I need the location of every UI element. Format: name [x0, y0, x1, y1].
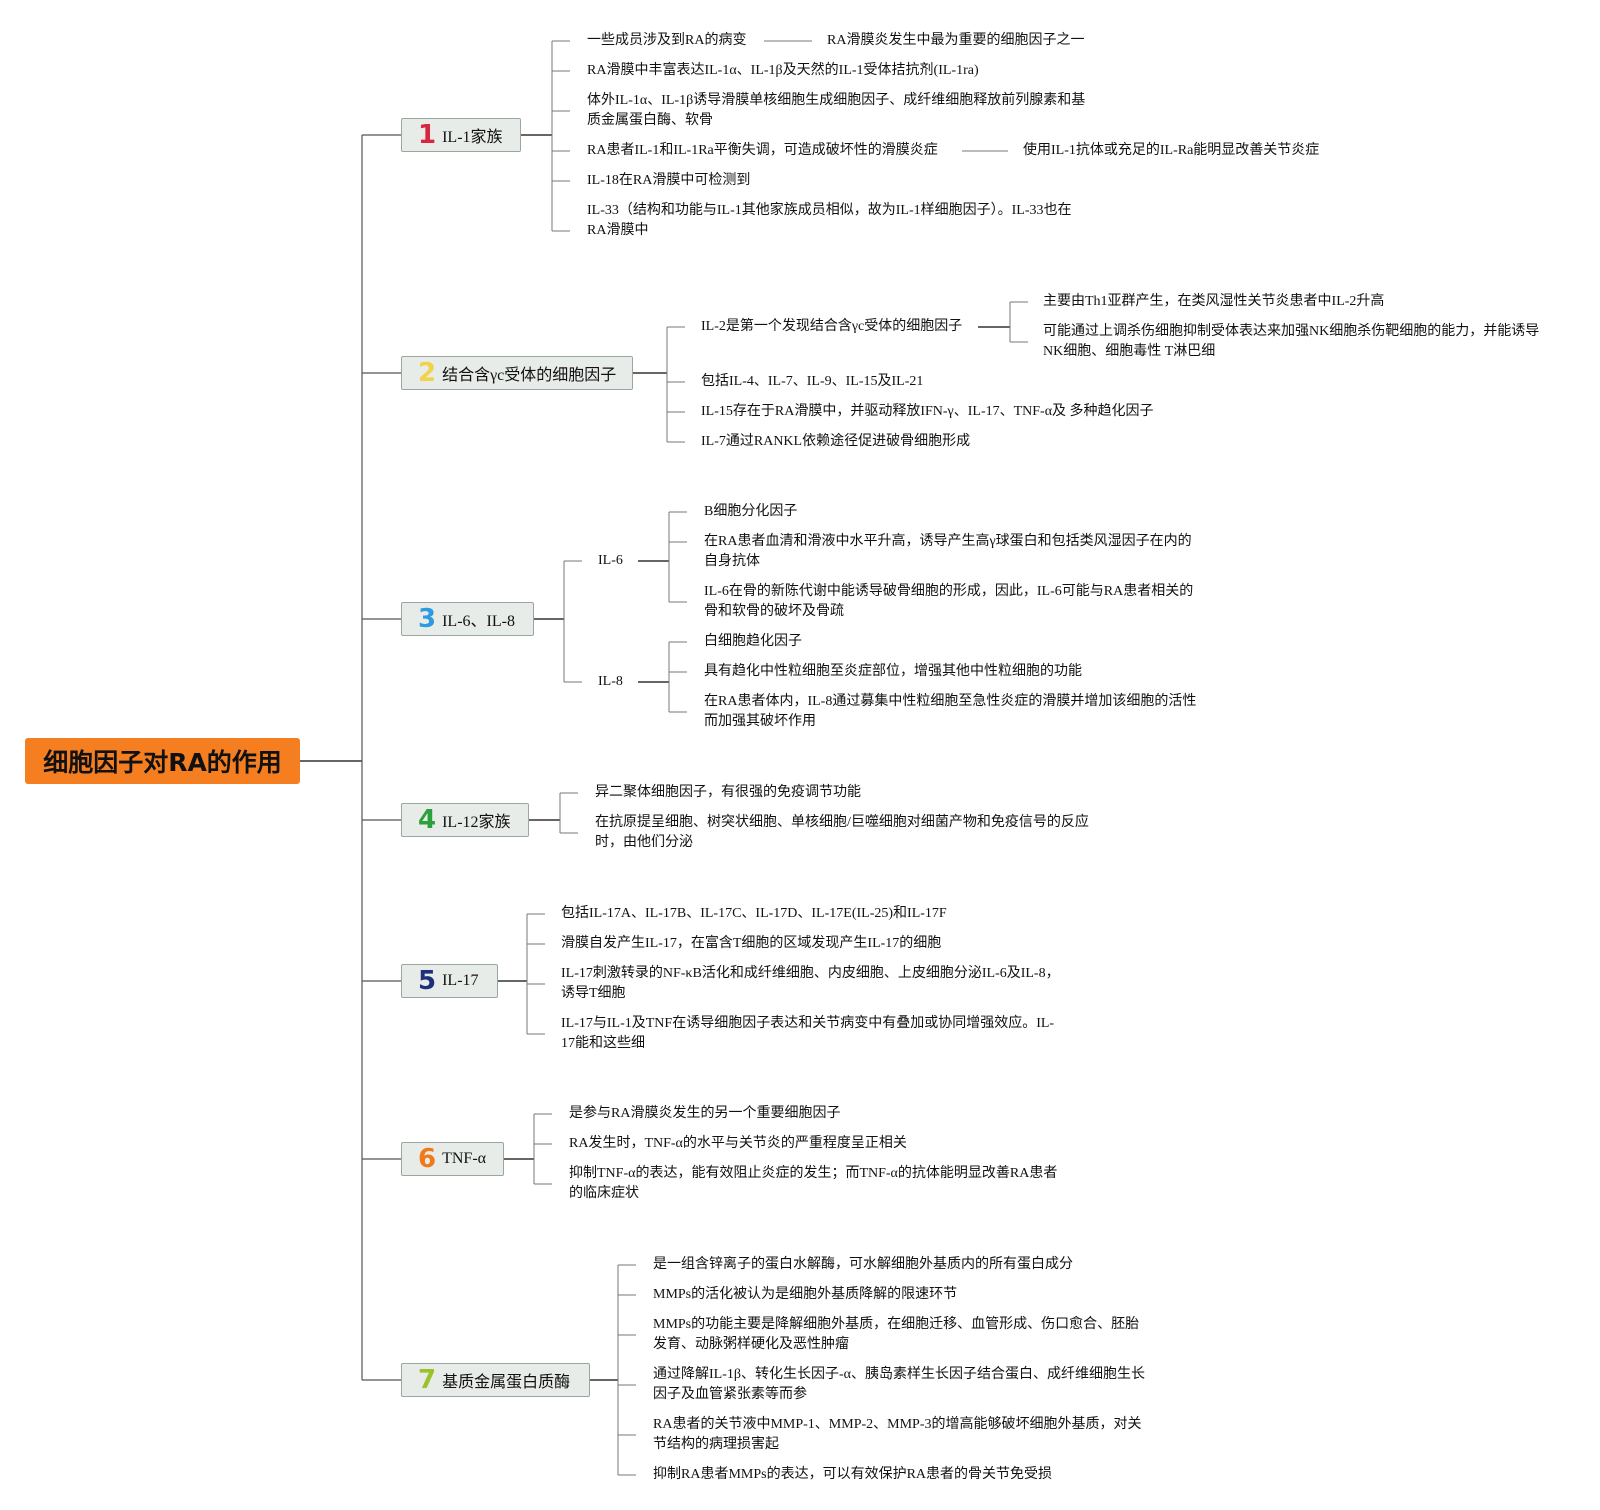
leaf-topic[interactable]: IL-7通过RANKL依赖途径促进破骨细胞形成	[701, 434, 971, 449]
leaf-topic[interactable]: 体外IL-1α、IL-1β诱导滑膜单核细胞生成细胞因子、成纤维细胞释放前列腺素和…	[587, 93, 1086, 128]
leaf-topic[interactable]: 通过降解IL-1β、转化生长因子-α、胰岛素样生长因子结合蛋白、成纤维细胞生长因…	[653, 1367, 1145, 1402]
leaf-topic[interactable]: 包括IL-4、IL-7、IL-9、IL-15及IL-21	[701, 374, 924, 389]
leaf-topic[interactable]: RA滑膜中丰富表达IL-1α、IL-1β及天然的IL-1受体拮抗剂(IL-1ra…	[587, 63, 979, 78]
leaf-topic[interactable]: IL-15存在于RA滑膜中，并驱动释放IFN-γ、IL-17、TNF-α及 多种…	[701, 404, 1154, 419]
number-4-badge: 4	[418, 805, 437, 835]
branch-label: IL-17	[442, 972, 479, 989]
leaf-topic[interactable]: IL-17刺激转录的NF-κB活化和成纤维细胞、内皮细胞、上皮细胞分泌IL-6及…	[561, 966, 1060, 1001]
leaf-topic[interactable]: 是一组含锌离子的蛋白水解酶，可水解细胞外基质内的所有蛋白成分	[653, 1257, 1073, 1272]
leaf-topic[interactable]: 异二聚体细胞因子，有很强的免疫调节功能	[595, 785, 861, 800]
branch-gamma-c-cytokines[interactable]: 2 结合含γc受体的细胞因子	[401, 356, 633, 390]
leaf-topic[interactable]: 具有趋化中性粒细胞至炎症部位，增强其他中性粒细胞的功能	[704, 664, 1082, 679]
branch-label: IL-1家族	[442, 129, 503, 146]
branch-tnf-alpha[interactable]: 6 TNF-α	[401, 1142, 504, 1176]
subtopic-il6[interactable]: IL-6	[598, 553, 623, 568]
leaf-topic[interactable]: 抑制RA患者MMPs的表达，可以有效保护RA患者的骨关节免受损	[653, 1467, 1053, 1482]
leaf-topic[interactable]: 一些成员涉及到RA的病变	[587, 33, 747, 48]
number-6-badge: 6	[418, 1144, 437, 1174]
leaf-topic[interactable]: 滑膜自发产生IL-17，在富含T细胞的区域发现产生IL-17的细胞	[561, 936, 942, 951]
leaf-topic[interactable]: 抑制TNF-α的表达，能有效阻止炎症的发生；而TNF-α的抗体能明显改善RA患者…	[569, 1166, 1058, 1201]
leaf-subtopic[interactable]: 主要由Th1亚群产生，在类风湿性关节炎患者中IL-2升高	[1043, 294, 1385, 309]
number-2-badge: 2	[418, 358, 437, 388]
branch-label: IL-6、IL-8	[442, 613, 515, 630]
leaf-topic[interactable]: 是参与RA滑膜炎发生的另一个重要细胞因子	[569, 1106, 841, 1121]
leaf-topic[interactable]: MMPs的活化被认为是细胞外基质降解的限速环节	[653, 1287, 958, 1302]
number-5-badge: 5	[418, 966, 437, 996]
branch-il6-il8[interactable]: 3 IL-6、IL-8	[401, 602, 534, 636]
root-title: 细胞因子对RA的作用	[43, 748, 282, 777]
leaf-topic[interactable]: 白细胞趋化因子	[704, 634, 802, 649]
branch-il17[interactable]: 5 IL-17	[401, 964, 498, 998]
branch-mmp[interactable]: 7 基质金属蛋白质酶	[401, 1363, 590, 1397]
leaf-subtopic[interactable]: 使用IL-1抗体或充足的IL-Ra能明显改善关节炎症	[1023, 143, 1320, 158]
branch-label: IL-12家族	[442, 814, 511, 831]
leaf-topic[interactable]: IL-6在骨的新陈代谢中能诱导破骨细胞的形成，因此，IL-6可能与RA患者相关的…	[704, 584, 1194, 619]
leaf-topic[interactable]: RA患者的关节液中MMP-1、MMP-2、MMP-3的增高能够破坏细胞外基质，对…	[653, 1417, 1142, 1452]
branch-il1-family[interactable]: 1 IL-1家族	[401, 118, 521, 152]
leaf-topic[interactable]: IL-33（结构和功能与IL-1其他家族成员相似，故为IL-1样细胞因子）。IL…	[587, 203, 1072, 238]
leaf-topic[interactable]: 在抗原提呈细胞、树突状细胞、单核细胞/巨噬细胞对细菌产物和免疫信号的反应时，由他…	[595, 815, 1089, 850]
leaf-topic[interactable]: IL-17与IL-1及TNF在诱导细胞因子表达和关节病变中有叠加或协同增强效应。…	[561, 1016, 1055, 1051]
leaf-topic[interactable]: RA发生时，TNF-α的水平与关节炎的严重程度呈正相关	[569, 1136, 907, 1151]
leaf-topic[interactable]: RA患者IL-1和IL-1Ra平衡失调，可造成破坏性的滑膜炎症	[587, 143, 938, 158]
number-7-badge: 7	[418, 1365, 437, 1395]
number-1-badge: 1	[418, 120, 437, 150]
leaf-topic[interactable]: 在RA患者血清和滑液中水平升高，诱导产生高γ球蛋白和包括类风湿因子在内的自身抗体	[704, 534, 1192, 569]
number-3-badge: 3	[418, 604, 437, 634]
root-topic[interactable]: 细胞因子对RA的作用	[25, 738, 300, 784]
leaf-subtopic[interactable]: RA滑膜炎发生中最为重要的细胞因子之一	[827, 33, 1085, 48]
leaf-topic[interactable]: B细胞分化因子	[704, 504, 798, 519]
leaf-topic[interactable]: 在RA患者体内，IL-8通过募集中性粒细胞至急性炎症的滑膜并增加该细胞的活性而加…	[704, 694, 1197, 729]
leaf-topic[interactable]: 包括IL-17A、IL-17B、IL-17C、IL-17D、IL-17E(IL-…	[561, 906, 947, 921]
subtopic-il8[interactable]: IL-8	[598, 674, 623, 689]
branch-label: 基质金属蛋白质酶	[442, 1374, 571, 1391]
branch-label: TNF-α	[442, 1150, 487, 1167]
leaf-topic[interactable]: MMPs的功能主要是降解细胞外基质，在细胞迁移、血管形成、伤口愈合、胚胎发育、动…	[653, 1317, 1140, 1352]
leaf-topic[interactable]: IL-18在RA滑膜中可检测到	[587, 173, 751, 188]
branch-label: 结合含γc受体的细胞因子	[442, 367, 617, 384]
leaf-topic[interactable]: IL-2是第一个发现结合含γc受体的细胞因子	[701, 319, 963, 334]
branch-il12-family[interactable]: 4 IL-12家族	[401, 803, 529, 837]
